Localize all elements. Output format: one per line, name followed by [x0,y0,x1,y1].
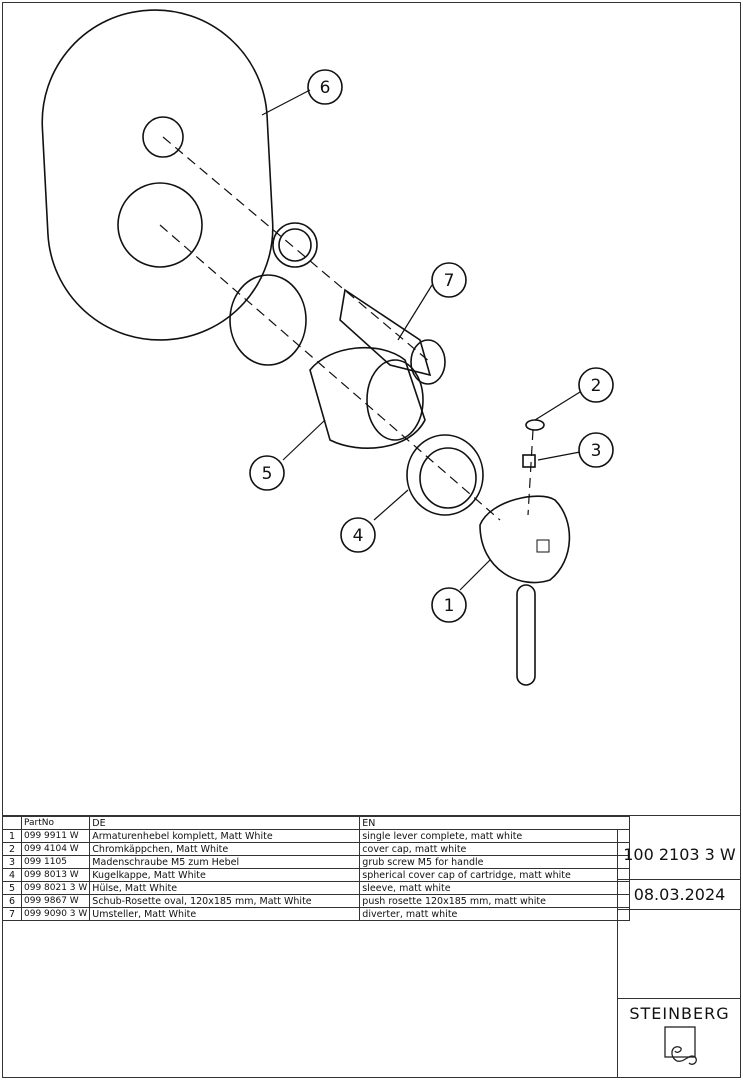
cell-num: 1 [2,829,22,843]
cell-partno: 099 8021 3 W [20,881,91,895]
product-number: 100 2103 3 W [618,829,741,880]
callout-1: 1 [431,587,467,623]
axis-lines [159,136,534,521]
drawing-date: 08.03.2024 [618,879,741,910]
cell-partno: 099 9090 3 W [20,907,91,921]
callout-3: 3 [578,432,614,468]
cell-en: push rosette 120x185 mm, matt white [359,894,631,908]
cell-de: Chromkäppchen, Matt White [89,842,361,856]
part-7-diverter [272,222,446,385]
cell-partno: 099 9867 W [20,894,91,908]
cell-en: sleeve, matt white [359,881,631,895]
cell-num: 6 [2,894,22,908]
part-2-cap [525,419,545,431]
empty-cell [618,909,741,999]
callout-5: 5 [249,455,285,491]
cell-de: Kugelkappe, Matt White [89,868,361,882]
part-4-cover-cap [406,434,484,516]
callout-7: 7 [431,262,467,298]
svg-text:6: 6 [320,78,331,98]
svg-text:5: 5 [262,464,273,484]
steinberg-logo-icon [663,1026,697,1065]
callout-2: 2 [578,367,614,403]
cell-en: single lever complete, matt white [359,829,631,843]
cell-num: 4 [2,868,22,882]
cell-en: spherical cover cap of cartridge, matt w… [359,868,631,882]
callout-leaders [261,89,581,591]
part-3-screw [522,454,536,468]
cell-partno: 099 8013 W [20,868,91,882]
cell-de: Schub-Rosette oval, 120x185 mm, Matt Whi… [89,894,361,908]
callout-6: 6 [307,69,343,105]
header-partno: PartNo [20,816,91,830]
header-en: EN [359,816,631,830]
cell-de: Hülse, Matt White [89,881,361,895]
svg-text:1: 1 [444,596,455,616]
svg-text:7: 7 [444,271,455,291]
cell-de: Umsteller, Matt White [89,907,361,921]
cell-num: 3 [2,855,22,869]
cell-num: 2 [2,842,22,856]
cell-partno: 099 9911 W [20,829,91,843]
exploded-view-drawing: 6 7 2 3 5 4 1 [41,9,614,686]
cell-partno: 099 4104 W [20,842,91,856]
svg-text:4: 4 [353,526,364,546]
part-5-sleeve [229,274,426,449]
table-header-row: PartNo DE EN [2,816,631,830]
callouts: 6 7 2 3 5 4 1 [249,69,614,623]
part-6-rosette [41,9,274,341]
part-1-lever [479,495,571,686]
title-block: 100 2103 3 W 08.03.2024 STEINBERG [617,829,741,1077]
header-num [2,816,22,830]
svg-text:3: 3 [591,441,602,461]
svg-text:2: 2 [591,376,602,396]
cell-de: Armaturenhebel komplett, Matt White [89,829,361,843]
cell-de: Madenschraube M5 zum Hebel [89,855,361,869]
brand-name: STEINBERG [629,1004,730,1023]
callout-4: 4 [340,517,376,553]
divider [2,815,740,816]
cell-num: 7 [2,907,22,921]
brand-logo: STEINBERG [618,998,741,1077]
cell-partno: 099 1105 [20,855,91,869]
header-de: DE [89,816,361,830]
cell-en: cover cap, matt white [359,842,631,856]
cell-num: 5 [2,881,22,895]
cell-en: grub screw M5 for handle [359,855,631,869]
cell-en: diverter, matt white [359,907,631,921]
